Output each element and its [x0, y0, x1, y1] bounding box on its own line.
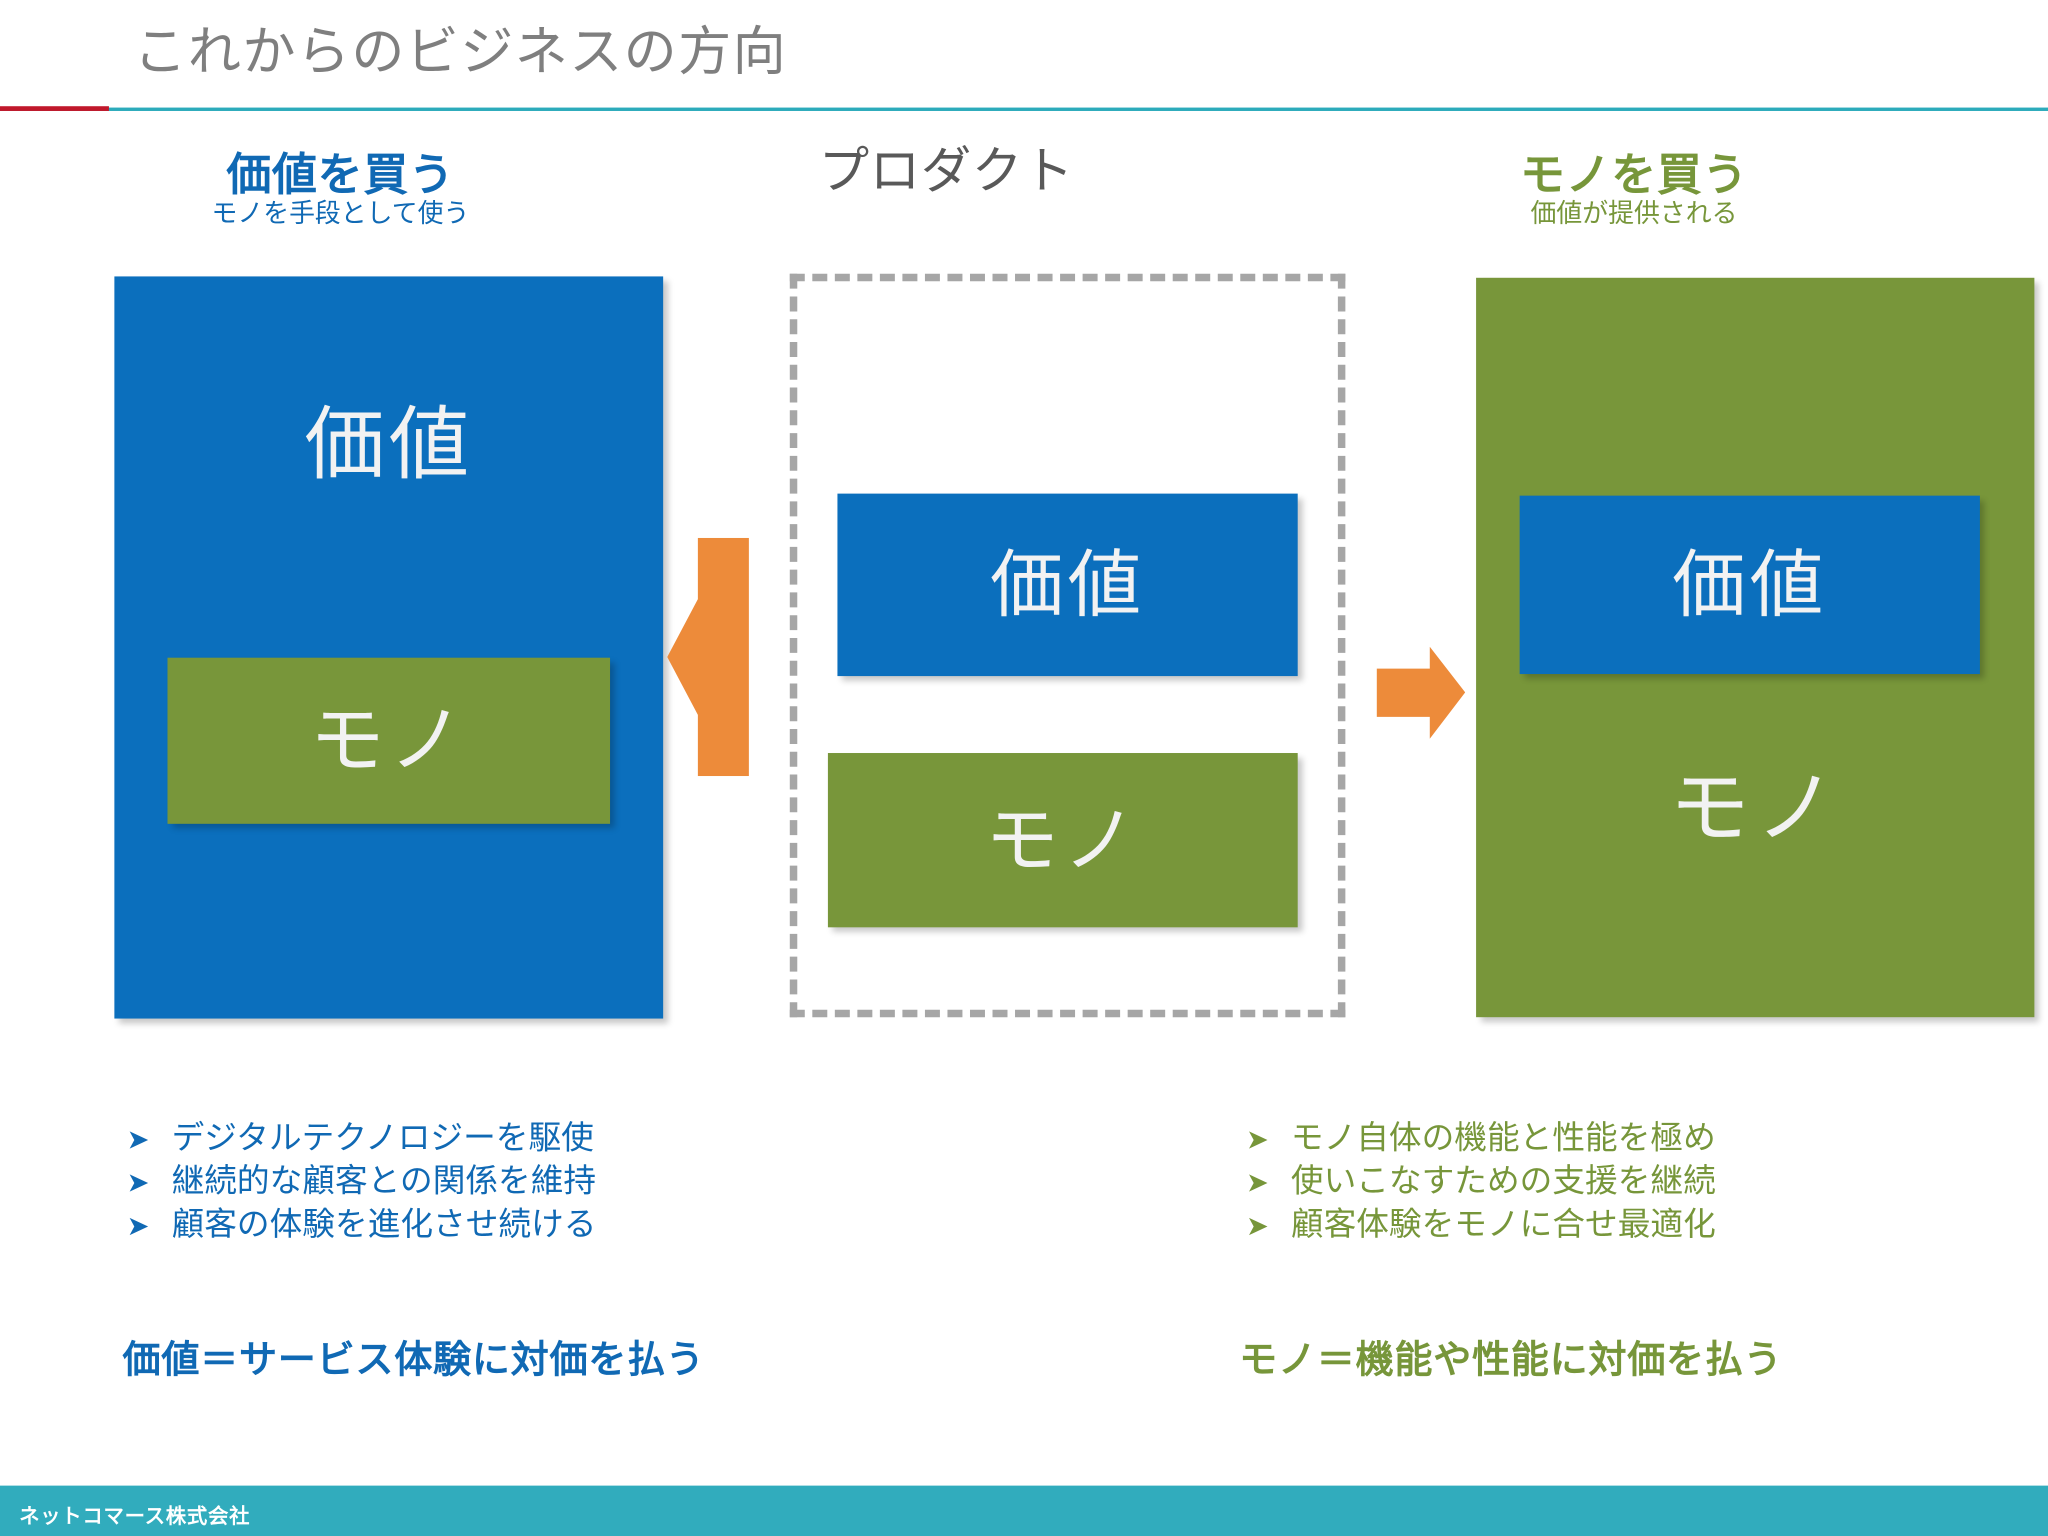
right-summary-text: モノ＝機能や性能に対価を払う	[1239, 1337, 1783, 1381]
left-bullet-list: ➤ デジタルテクノロジーを駆使 ➤ 継続的な顧客との関係を維持 ➤ 顧客の体験を…	[127, 1117, 597, 1246]
bullet-arrow-icon: ➤	[126, 1124, 150, 1155]
right-value-box: 価値	[1519, 495, 1980, 675]
product-mono-label: モノ	[985, 798, 1141, 882]
right-heading-text: モノを買う	[1520, 149, 1749, 200]
list-item: ➤ 継続的な顧客との関係を維持	[127, 1160, 597, 1203]
bullet-arrow-icon: ➤	[1245, 1124, 1269, 1155]
list-item-label: 顧客の体験を進化させ続ける	[171, 1206, 597, 1243]
left-mono-label: モノ	[309, 698, 468, 783]
list-item: ➤ デジタルテクノロジーを駆使	[127, 1117, 597, 1160]
footer-company-name: ネットコマース株式会社	[19, 1505, 251, 1528]
middle-heading-text: プロダクト	[818, 142, 1075, 199]
list-item: ➤ 使いこなすための支援を継続	[1246, 1160, 1716, 1203]
list-item: ➤ 顧客の体験を進化させ続ける	[127, 1203, 597, 1246]
right-value-label: 価値	[1672, 543, 1828, 626]
left-pointing-arrow-icon	[667, 537, 749, 780]
list-item-label: 顧客体験をモノに合せ最適化	[1290, 1206, 1716, 1243]
list-item-label: モノ自体の機能と性能を極め	[1290, 1120, 1716, 1157]
right-mono-label: モノ	[1669, 763, 1842, 854]
product-value-box: 価値	[837, 493, 1298, 677]
list-item-label: デジタルテクノロジーを駆使	[171, 1120, 594, 1157]
product-value-label: 価値	[989, 543, 1146, 626]
list-item: ➤ 顧客体験をモノに合せ最適化	[1246, 1203, 1716, 1246]
right-column-heading: モノを買う 価値が提供される	[1355, 151, 1913, 228]
right-bullet-list: ➤ モノ自体の機能と性能を極め ➤ 使いこなすための支援を継続 ➤ 顧客体験をモ…	[1246, 1117, 1716, 1246]
middle-column-heading: プロダクト	[729, 144, 1165, 197]
list-item: ➤ モノ自体の機能と性能を極め	[1246, 1117, 1716, 1160]
left-column-heading: 価値を買う モノを手段として使う	[68, 151, 613, 228]
right-subheading-text: 価値が提供される	[1530, 199, 1738, 229]
list-item-label: 継続的な顧客との関係を維持	[171, 1163, 597, 1200]
left-subheading-text: モノを手段として使う	[211, 199, 470, 229]
right-pointing-arrow-icon	[1376, 646, 1466, 742]
footer-bar: ネットコマース株式会社	[0, 1485, 2048, 1536]
bullet-arrow-icon: ➤	[126, 1211, 150, 1241]
left-value-label: 価値	[304, 399, 474, 490]
bullet-arrow-icon: ➤	[1245, 1167, 1269, 1198]
page-title: これからのビジネスの方向	[133, 21, 788, 82]
list-item-label: 使いこなすための支援を継続	[1290, 1163, 1716, 1200]
bullet-arrow-icon: ➤	[126, 1167, 150, 1198]
left-heading-text: 価値を買う	[226, 149, 455, 200]
title-divider-accent	[0, 106, 109, 111]
bullet-arrow-icon: ➤	[1245, 1211, 1269, 1241]
product-mono-box: モノ	[827, 753, 1298, 928]
left-mono-box: モノ	[167, 657, 611, 824]
left-summary-text: 価値＝サービス体験に対価を払う	[122, 1337, 705, 1381]
title-divider-rule	[0, 107, 2048, 111]
left-value-box: 価値 モノ	[114, 276, 664, 1019]
